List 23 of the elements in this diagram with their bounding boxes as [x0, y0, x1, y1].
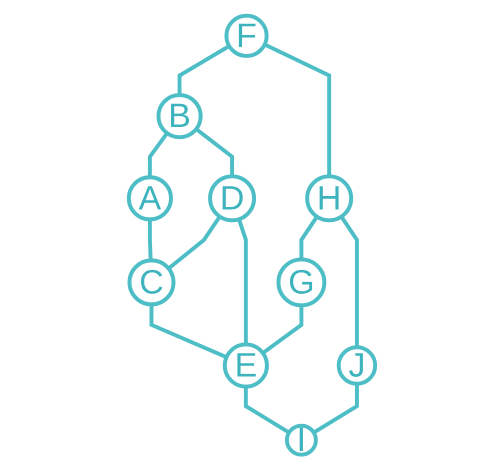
connector: [340, 216, 359, 348]
connector: [148, 132, 169, 178]
connector: [299, 216, 319, 260]
connector: [148, 219, 153, 260]
node-circle: C: [128, 258, 176, 306]
node-circle: I: [284, 424, 318, 457]
node-circle: B: [156, 93, 203, 140]
connector: [167, 215, 222, 270]
node-circle: A: [126, 175, 173, 222]
connector: [150, 304, 228, 359]
connector: [237, 218, 248, 344]
node-circle: F: [224, 14, 269, 58]
connector: [244, 386, 290, 434]
node-circle: E: [222, 342, 269, 389]
node-circle: D: [208, 174, 256, 222]
node-circle: G: [276, 257, 326, 308]
node-circle: H: [305, 174, 354, 222]
connector: [264, 42, 332, 176]
connector: [262, 305, 304, 355]
connector: [178, 44, 230, 96]
connector: [195, 127, 234, 176]
node-circle: J: [336, 345, 378, 386]
connector: [312, 384, 359, 434]
